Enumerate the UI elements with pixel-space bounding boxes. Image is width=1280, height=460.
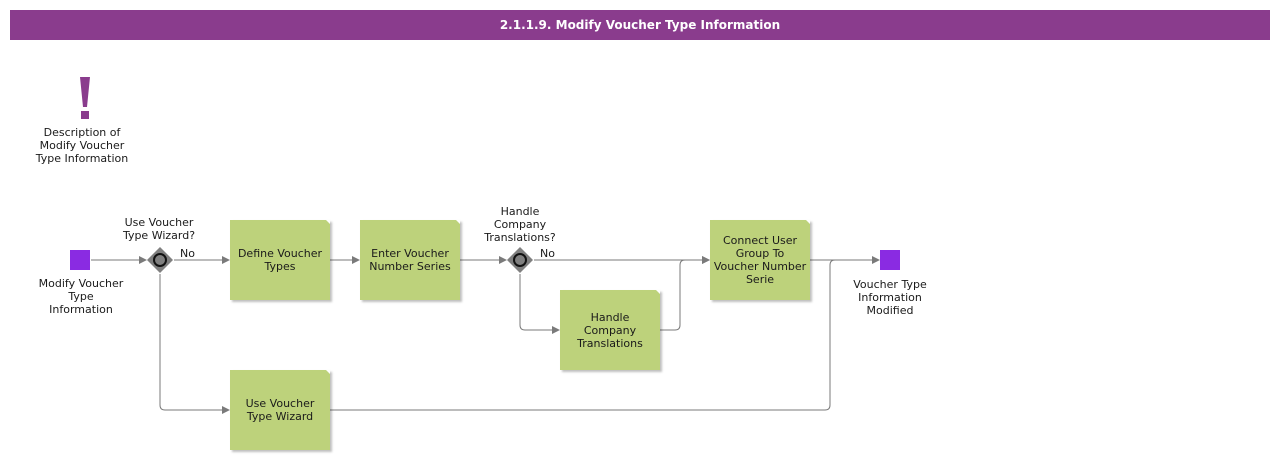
task-label: Use Voucher Type Wizard [245, 397, 315, 423]
end-event[interactable] [880, 250, 900, 270]
wizard-gateway[interactable] [146, 246, 174, 274]
task-handle-company-translations[interactable]: Handle Company Translations [560, 290, 660, 370]
exclamation-icon [80, 77, 90, 119]
flow-yes-to-wizard [159, 274, 230, 414]
start-event[interactable] [70, 250, 90, 270]
task-enter-voucher-number-series[interactable]: Enter Voucher Number Series [360, 220, 460, 300]
diagram-title: 2.1.1.9. Modify Voucher Type Information [10, 10, 1270, 40]
task-use-voucher-type-wizard[interactable]: Use Voucher Type Wizard [230, 370, 330, 450]
end-event-label: Voucher Type Information Modified [853, 278, 927, 317]
task-label: Define Voucher Types [237, 247, 323, 273]
wizard-no-label: No [180, 247, 195, 260]
start-event-label: Modify Voucher Type Information [38, 277, 124, 316]
flow-yes-to-handle-translations [519, 274, 560, 334]
task-label: Enter Voucher Number Series [369, 247, 451, 273]
task-label: Connect User Group To Voucher Number Ser… [713, 234, 807, 286]
task-label: Handle Company Translations [577, 310, 643, 350]
flow-wizard-to-end [330, 259, 836, 411]
translations-no-label: No [540, 247, 555, 260]
wizard-gateway-question: Use Voucher Type Wizard? [122, 216, 196, 242]
note-label: Description of Modify Voucher Type Infor… [35, 126, 129, 165]
task-define-voucher-types[interactable]: Define Voucher Types [230, 220, 330, 300]
task-connect-user-group[interactable]: Connect User Group To Voucher Number Ser… [710, 220, 810, 300]
flow-translations-to-connect [660, 256, 710, 331]
translations-gateway-question: Handle Company Translations? [484, 205, 556, 244]
translations-gateway[interactable] [506, 246, 534, 274]
